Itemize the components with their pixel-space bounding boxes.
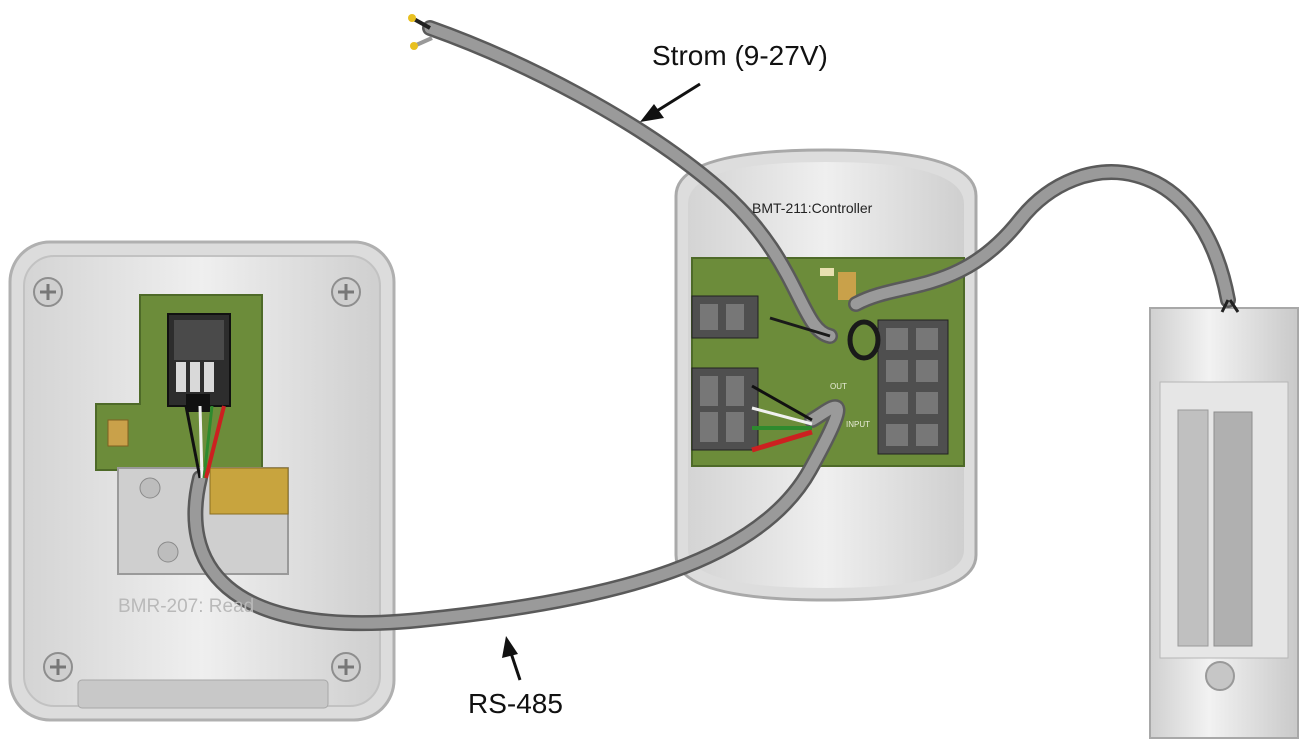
terminal-block-icon (691, 295, 759, 339)
controller-label: BMT-211:Controller (752, 200, 873, 216)
lock-cable (848, 164, 1240, 313)
terminal-block-icon (691, 367, 759, 451)
rs485-cable (184, 384, 846, 632)
terminal-block-icon (877, 319, 949, 455)
controller-unit (674, 148, 978, 602)
reader-label: BMR-207: Read (118, 596, 255, 617)
arrow-icon (640, 82, 701, 122)
rs485-label: RS-485 (468, 688, 563, 719)
power-cable (408, 14, 838, 344)
terminal-label-out: OUT (830, 382, 847, 391)
screw-icon (331, 277, 361, 307)
door-lock (1149, 307, 1299, 739)
terminal-label-input: INPUT (846, 420, 870, 429)
screw-icon (43, 652, 73, 682)
power-label: Strom (9-27V) (652, 40, 828, 71)
screw-icon (331, 652, 361, 682)
arrow-icon (502, 636, 522, 681)
rj-connector (167, 313, 231, 412)
screw-icon (33, 277, 63, 307)
